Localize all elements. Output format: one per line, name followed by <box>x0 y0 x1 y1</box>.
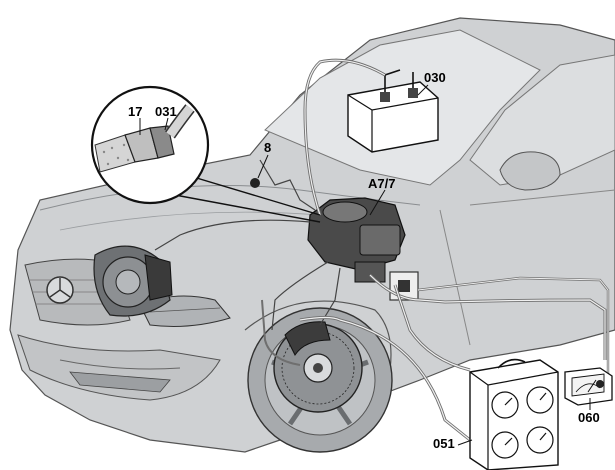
pressure-tester-case <box>469 358 559 470</box>
brake-caliper <box>284 321 331 356</box>
label-030: 030 <box>424 70 446 85</box>
label-031: 031 <box>155 104 177 119</box>
analog-meter <box>564 367 613 406</box>
label-a7-7: A7/7 <box>368 176 395 191</box>
leader-lines <box>257 84 591 446</box>
battery <box>303 58 439 216</box>
cutaway-brake-assembly <box>93 245 173 317</box>
label-8: 8 <box>264 140 271 155</box>
label-060: 060 <box>578 410 600 425</box>
front-brake-disc <box>273 321 363 413</box>
label-17: 17 <box>128 104 142 119</box>
wing-mirror <box>499 151 561 191</box>
mounting-point-icon <box>250 178 260 188</box>
hydraulic-unit <box>307 197 419 301</box>
detail-inset <box>90 85 321 223</box>
test-hoses <box>261 273 610 442</box>
label-051: 051 <box>433 436 455 451</box>
wheel-arch <box>244 300 392 371</box>
